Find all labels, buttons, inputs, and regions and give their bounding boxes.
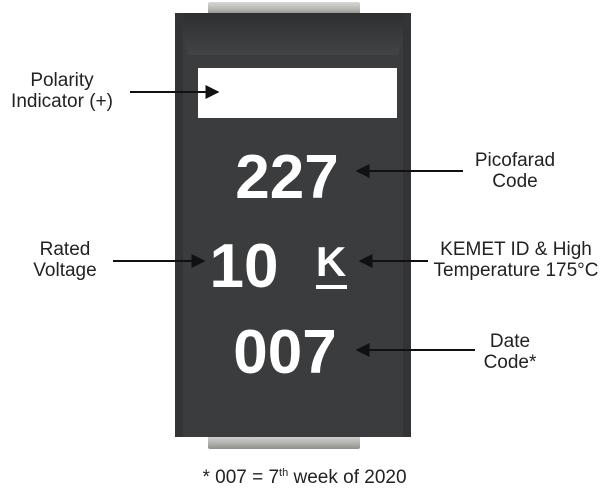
- date-code-marking: 007: [233, 318, 336, 387]
- polarity-callout-line1: Polarity: [30, 70, 94, 91]
- bottom-terminal: [208, 435, 360, 449]
- rated-voltage-callout-line2: Voltage: [33, 260, 97, 281]
- picofarad-callout: Picofarad Code: [455, 150, 575, 192]
- date-code-footnote: * 007 = 7th week of 2020: [0, 467, 609, 489]
- kemet-id-underline: [316, 285, 347, 289]
- date-code-callout-line1: Date: [489, 331, 531, 352]
- rated-voltage-callout-line1: Rated: [39, 239, 91, 260]
- kemet-callout-line2: Temperature 175°C: [433, 260, 599, 281]
- footnote-prefix: * 007 = 7: [202, 467, 280, 488]
- kemet-id-marking: K: [316, 238, 346, 285]
- footnote-suffix: week of 2020: [288, 467, 407, 488]
- rated-voltage-marking: 10: [210, 232, 279, 301]
- footnote-superscript: th: [279, 467, 289, 479]
- body-left-edge: [175, 13, 183, 437]
- body-top-bevel: [175, 13, 411, 55]
- body-right-edge: [403, 13, 411, 437]
- kemet-callout: KEMET ID & High Temperature 175°C: [426, 239, 606, 281]
- picofarad-code-marking: 227: [235, 143, 338, 212]
- date-code-callout: Date Code*: [475, 331, 545, 373]
- rated-voltage-callout: Rated Voltage: [20, 239, 110, 281]
- polarity-callout-line2: Indicator (+): [11, 91, 113, 112]
- kemet-callout-line1: KEMET ID & High: [440, 239, 592, 260]
- polarity-band: [198, 68, 397, 118]
- polarity-callout: Polarity Indicator (+): [0, 70, 124, 112]
- date-code-callout-line2: Code*: [483, 352, 537, 373]
- picofarad-callout-line1: Picofarad: [474, 150, 556, 171]
- picofarad-callout-line2: Code: [492, 171, 538, 192]
- top-terminal: [208, 2, 360, 15]
